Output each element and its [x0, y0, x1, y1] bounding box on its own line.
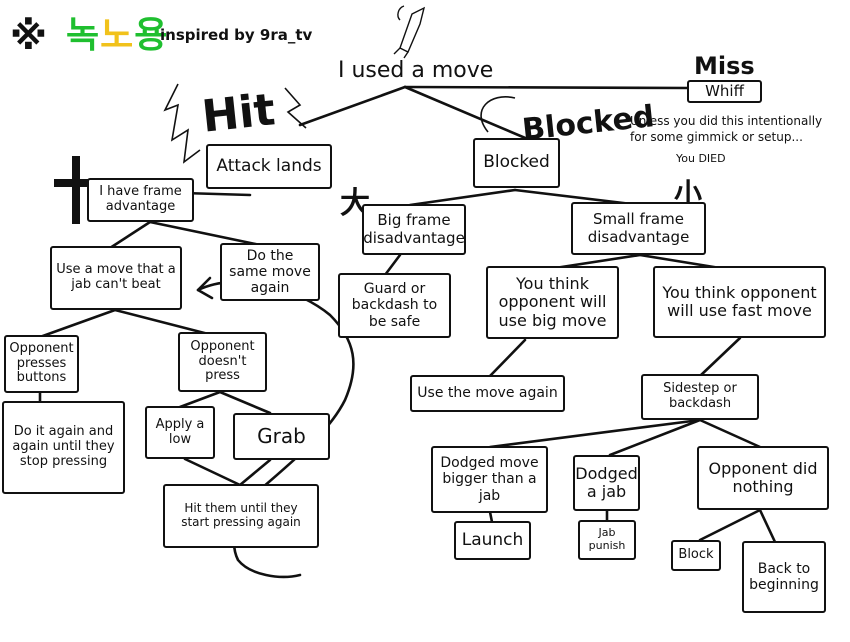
node-jab-punish: Jab punish [578, 520, 636, 560]
node-jab-cant-beat: Use a move that a jab can't beat [50, 246, 182, 310]
miss-annotation: Miss [694, 52, 755, 80]
node-launch: Launch [454, 521, 531, 560]
node-opponent-no-press: Opponent doesn't press [178, 332, 267, 392]
node-sidestep-backdash: Sidestep or backdash [641, 374, 759, 420]
node-hit-until-pressing: Hit them until they start pressing again [163, 484, 319, 548]
reference-mark-icon: ※ [10, 14, 47, 58]
miss-note-line2: for some gimmick or setup... [630, 130, 803, 144]
logo: 녹노용 [66, 15, 169, 56]
node-do-it-again: Do it again and again until they stop pr… [2, 401, 125, 494]
node-grab: Grab [233, 413, 330, 460]
node-big-disadvantage: Big frame disadvantage [362, 204, 466, 255]
node-whiff: Whiff [687, 80, 762, 103]
hit-annotation: Hit [199, 84, 278, 143]
credit-text: inspired by 9ra_tv [160, 26, 313, 44]
node-block: Block [671, 540, 721, 571]
root-label: I used a move [338, 58, 494, 83]
node-apply-low: Apply a low [145, 406, 215, 459]
rocket-icon [393, 5, 426, 59]
node-attack-lands: Attack lands [206, 144, 332, 189]
node-think-big-move: You think opponent will use big move [486, 266, 619, 339]
node-dodged-big-move: Dodged move bigger than a jab [431, 446, 548, 513]
node-blocked: Blocked [473, 138, 560, 188]
node-do-same-again: Do the same move again [220, 243, 320, 301]
node-frame-advantage: I have frame advantage [87, 178, 194, 222]
node-use-move-again: Use the move again [410, 375, 565, 412]
node-opponent-did-nothing: Opponent did nothing [697, 446, 829, 510]
node-small-disadvantage: Small frame disadvantage [571, 202, 706, 255]
node-back-to-beginning: Back to beginning [742, 541, 826, 613]
node-think-fast-move: You think opponent will use fast move [653, 266, 826, 338]
node-opponent-presses: Opponent presses buttons [4, 335, 79, 393]
node-dodged-jab: Dodged a jab [573, 455, 640, 511]
died-note: You DIED [676, 152, 726, 165]
miss-note-line1: Unless you did this intentionally [630, 114, 823, 128]
node-guard-backdash: Guard or backdash to be safe [338, 273, 451, 338]
